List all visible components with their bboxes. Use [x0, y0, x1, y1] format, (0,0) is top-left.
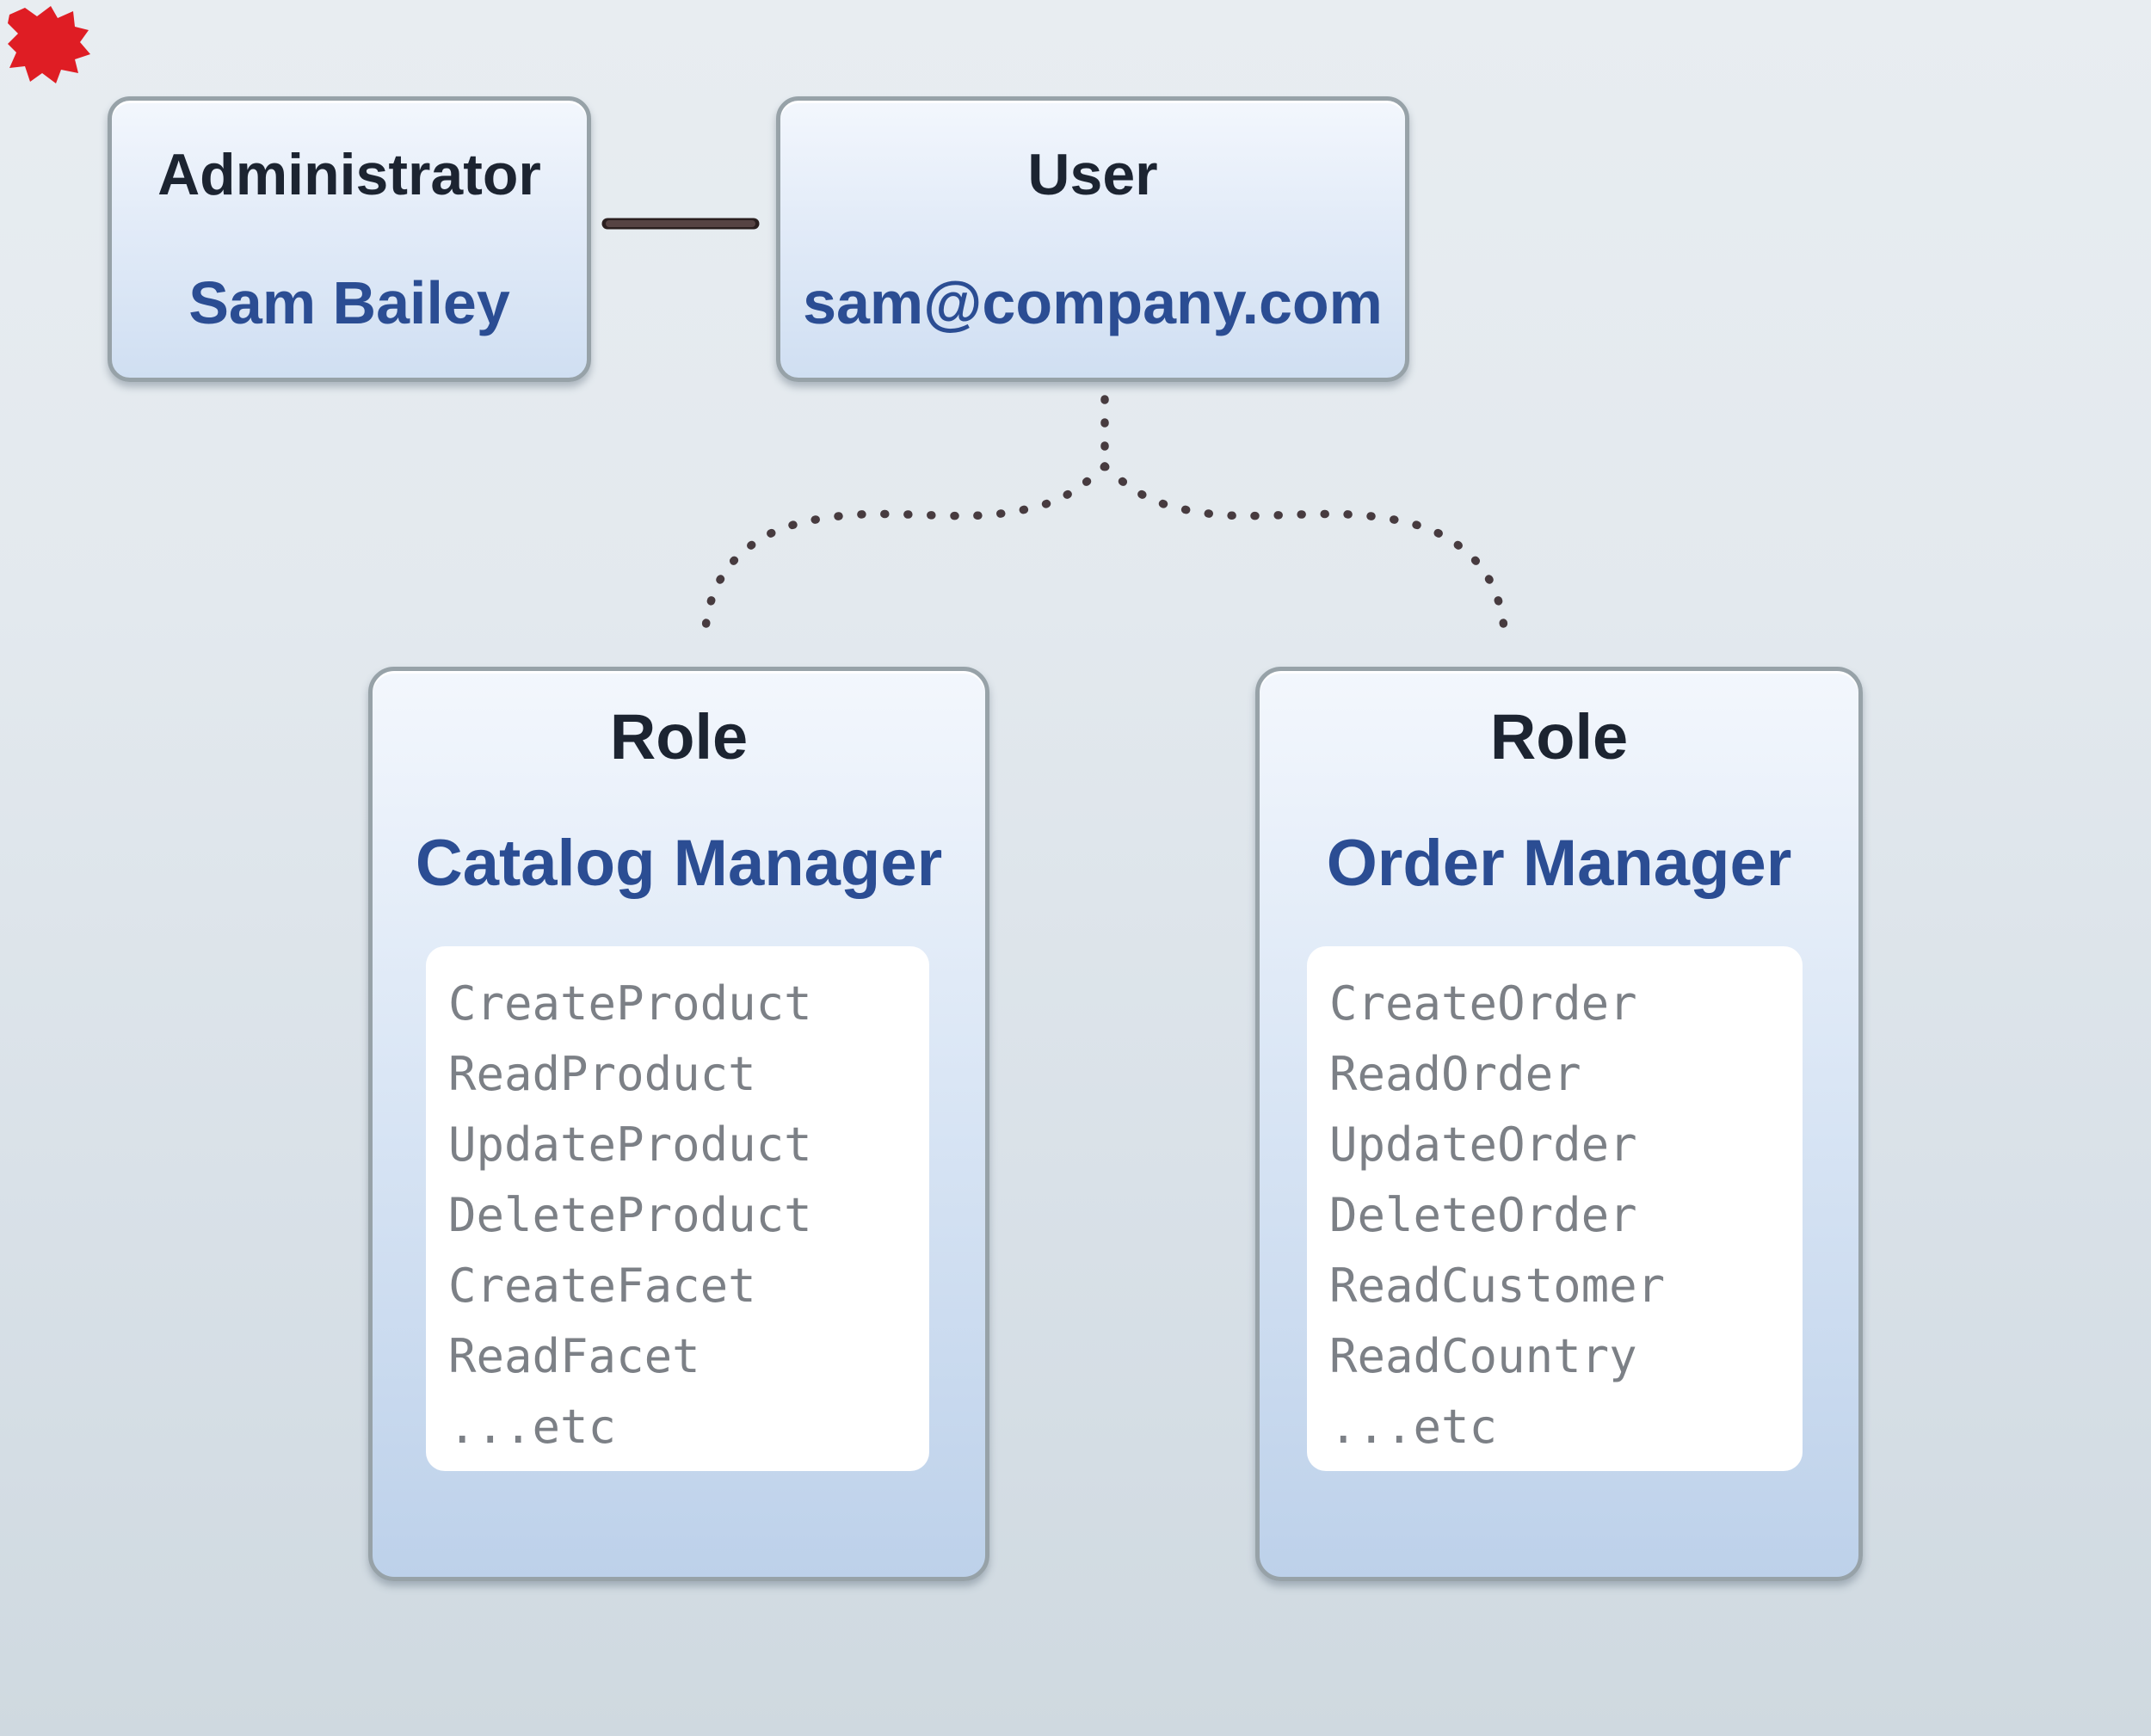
user-to-order-dotted-link	[1100, 462, 1508, 634]
permission-item: ReadCountry	[1329, 1329, 1637, 1383]
user-node-title: User	[1027, 142, 1158, 207]
administrator-person-name: Sam Bailey	[188, 269, 510, 336]
permission-item: ReadCustomer	[1329, 1259, 1666, 1313]
order-role-node: Role Order Manager CreateOrder ReadOrder…	[1255, 667, 1863, 1581]
permission-item: UpdateOrder	[1329, 1117, 1637, 1172]
permission-item: UpdateProduct	[448, 1117, 812, 1172]
administrator-node-title: Administrator	[157, 142, 541, 207]
user-to-catalog-dotted-link	[701, 462, 1109, 634]
permission-item: DeleteOrder	[1329, 1188, 1637, 1242]
order-role-title: Role	[1489, 701, 1629, 773]
user-node: User sam@company.com	[776, 96, 1409, 382]
permission-item: ...etc	[448, 1400, 617, 1454]
permission-item: ...etc	[1329, 1400, 1498, 1454]
permission-item: CreateProduct	[448, 976, 812, 1031]
permission-item: ReadOrder	[1329, 1047, 1581, 1101]
red-splat-icon	[8, 6, 90, 83]
permission-item: ReadFacet	[448, 1329, 700, 1383]
permission-item: DeleteProduct	[448, 1188, 812, 1242]
user-email: sam@company.com	[803, 269, 1383, 336]
catalog-role-title: Role	[609, 701, 749, 773]
order-permissions-panel: CreateOrder ReadOrder UpdateOrder Delete…	[1307, 946, 1803, 1471]
catalog-role-node: Role Catalog Manager CreateProduct ReadP…	[368, 667, 989, 1581]
catalog-role-name: Catalog Manager	[415, 827, 943, 900]
permission-item: CreateOrder	[1329, 976, 1637, 1031]
permission-item: CreateFacet	[448, 1259, 756, 1313]
catalog-permissions-panel: CreateProduct ReadProduct UpdateProduct …	[426, 946, 929, 1471]
permission-item: ReadProduct	[448, 1047, 756, 1101]
order-role-name: Order Manager	[1326, 827, 1792, 900]
administrator-node: Administrator Sam Bailey	[108, 96, 591, 382]
